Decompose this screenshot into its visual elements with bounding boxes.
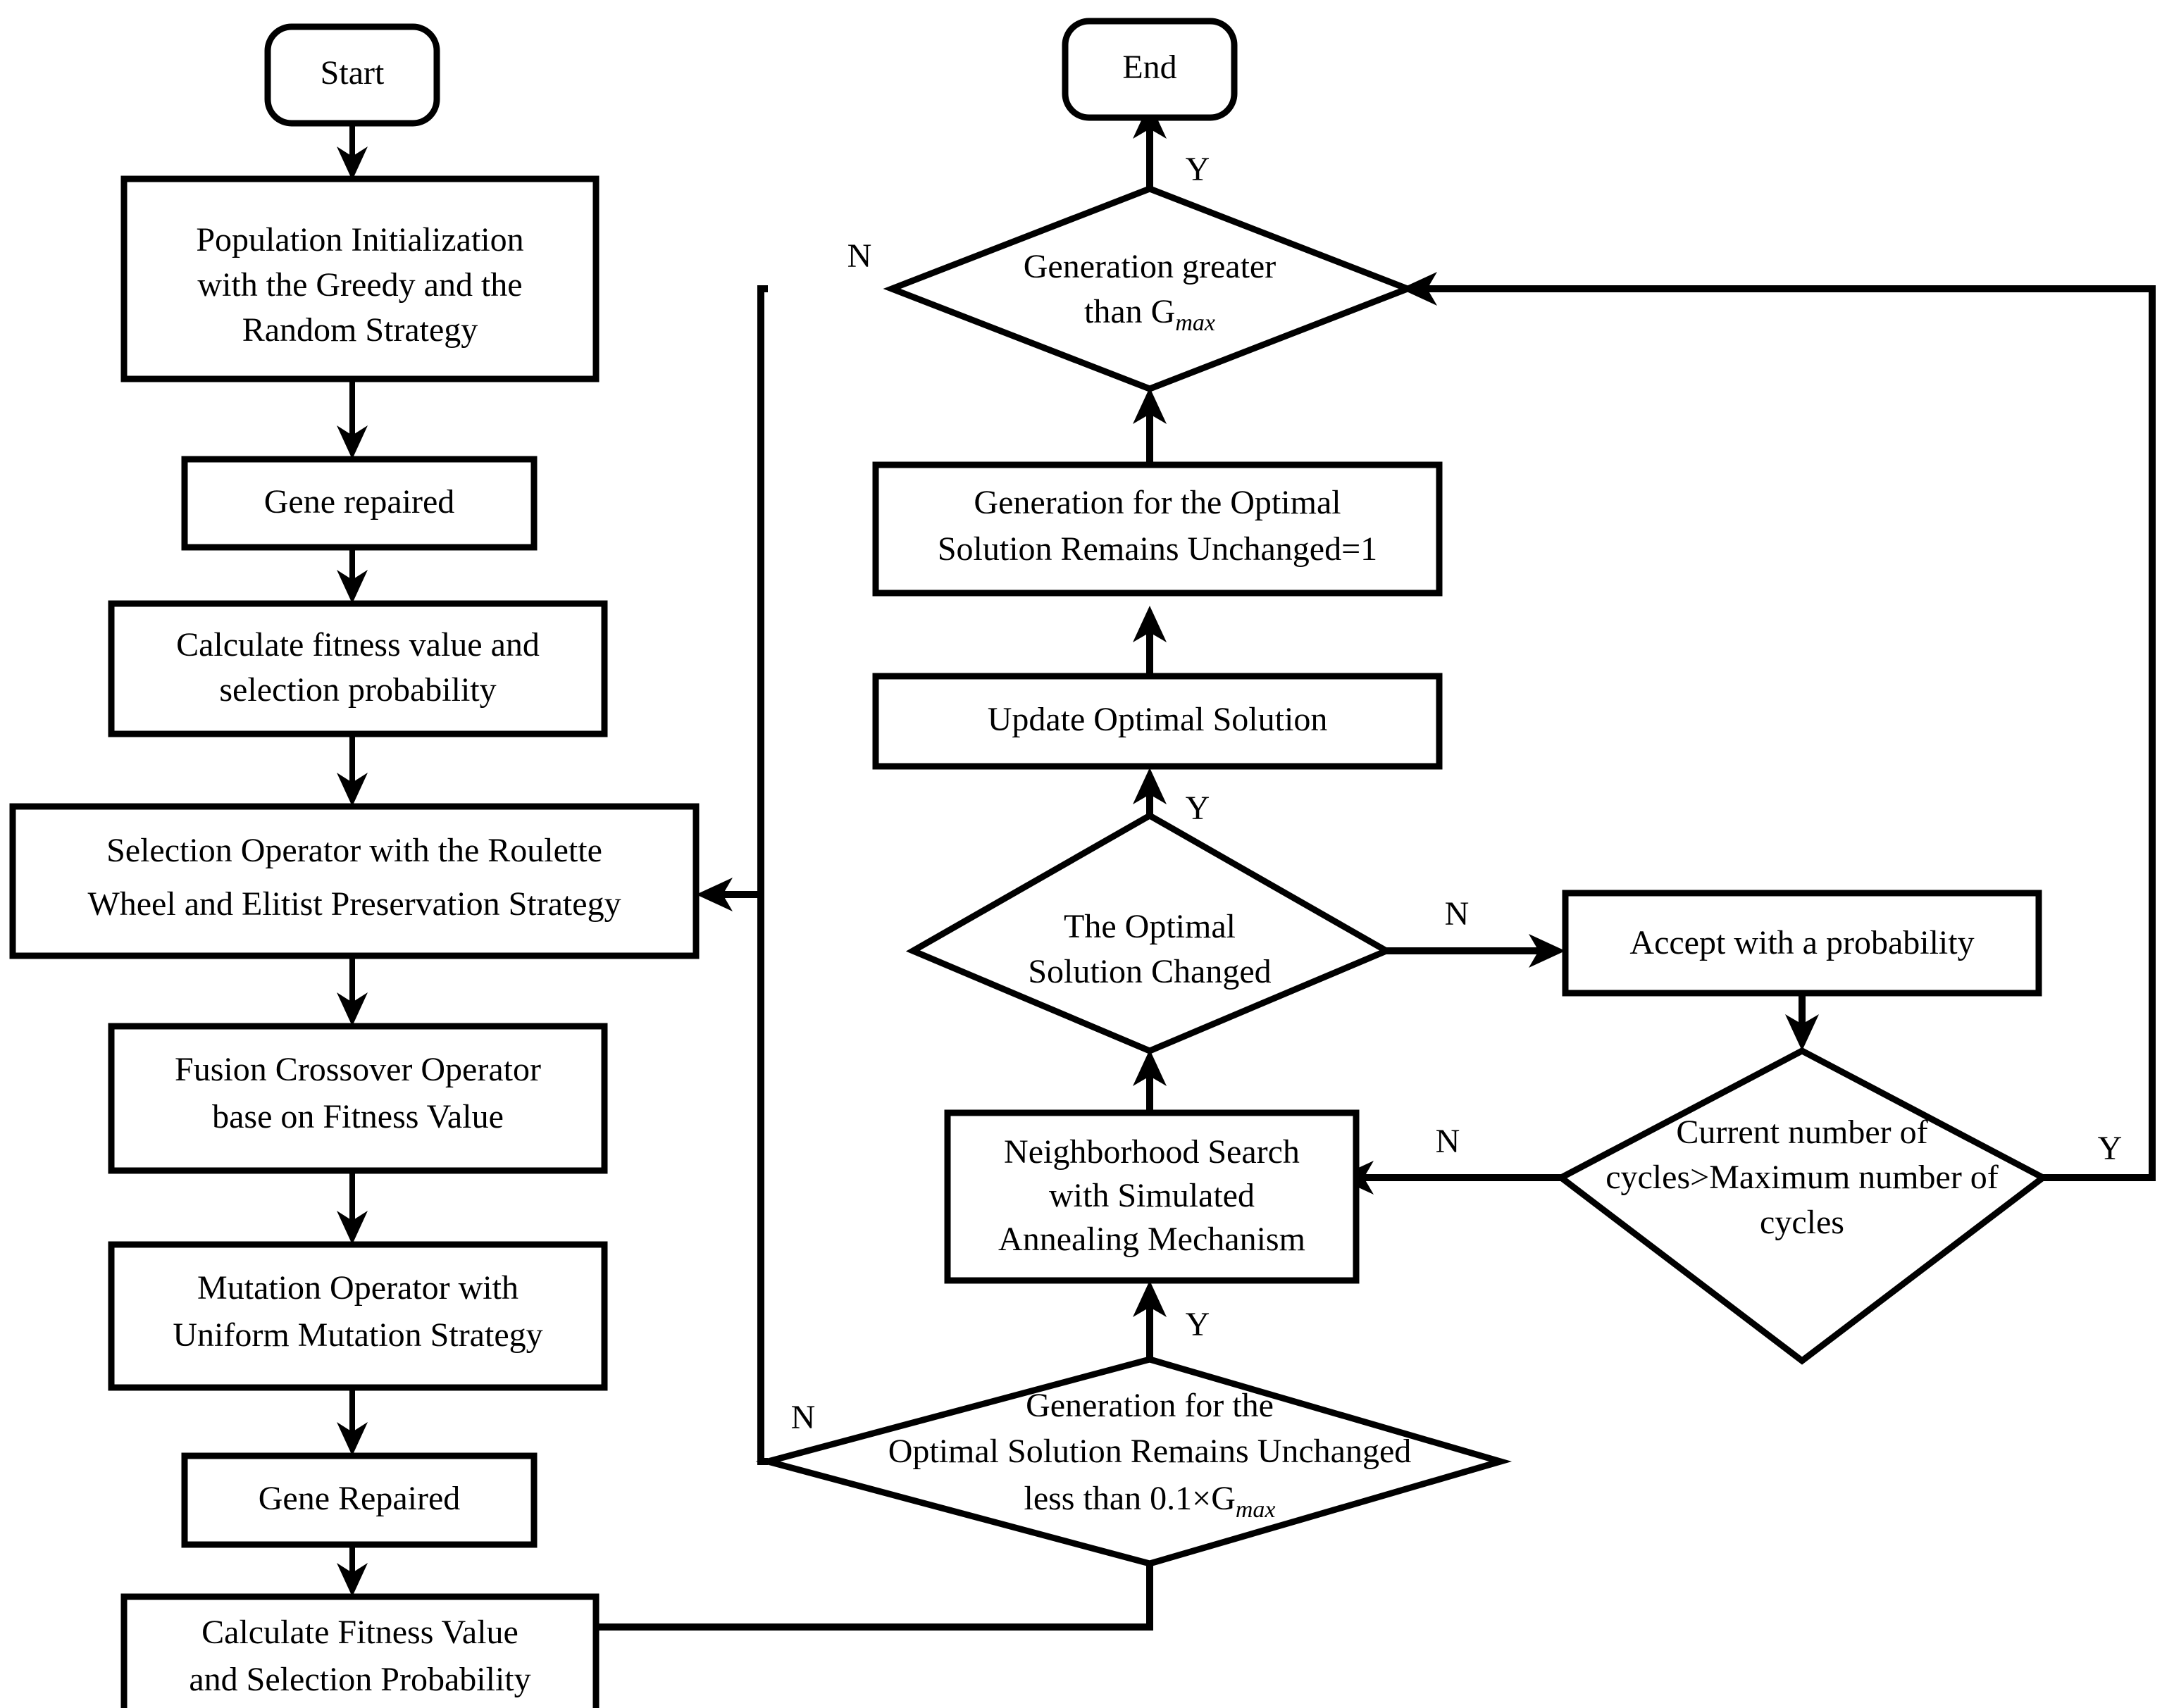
node-start[interactable]: Start <box>264 23 440 127</box>
edge-label-optimal-changed-no: N <box>1445 895 1470 933</box>
edge-label-cycles-yes: Y <box>2098 1130 2123 1167</box>
edge-label-end-yes: Y <box>1186 151 1210 188</box>
node-gen-unchanged-check-line-2: Optimal Solution Remains Unchanged <box>888 1433 1412 1470</box>
node-calc-fitness-2[interactable]: Calculate Fitness Value and Selection Pr… <box>120 1593 600 1708</box>
node-end[interactable]: End <box>1062 18 1238 121</box>
node-accept-probability[interactable]: Accept with a probability <box>1562 890 2042 997</box>
edge-gen-unchanged-reset-to-generation-greater <box>1133 387 1167 465</box>
edge-accept-probability-to-cycles-check <box>1785 993 1819 1051</box>
node-gene-repaired-2[interactable]: Gene Repaired <box>181 1452 538 1548</box>
edge-start-to-population-init <box>337 123 368 180</box>
node-mutation-line-1: Mutation Operator with <box>197 1269 518 1307</box>
node-crossover[interactable]: Fusion Crossover Operator base on Fitnes… <box>108 1023 608 1174</box>
node-population-init-line-1: Population Initialization <box>196 221 523 258</box>
node-population-init-line-3: Random Strategy <box>242 311 478 349</box>
node-gen-unchanged-check[interactable]: Generation for the Optimal Solution Rema… <box>755 1356 1513 1567</box>
node-gen-unchanged-reset[interactable]: Generation for the Optimal Solution Rema… <box>872 461 1443 597</box>
node-mutation-line-2: Uniform Mutation Strategy <box>173 1316 542 1354</box>
node-selection-operator[interactable]: Selection Operator with the Roulette Whe… <box>9 803 700 959</box>
edge-label-cycles-no: N <box>1436 1123 1460 1160</box>
node-generation-greater-line-1: Generation greater <box>1024 248 1276 285</box>
node-gene-repaired-2-label: Gene Repaired <box>259 1480 461 1517</box>
edge-gene-repaired-1-to-calc-fitness-1 <box>337 546 368 604</box>
node-cycles-check[interactable]: Current number of cycles>Maximum number … <box>1555 1047 2049 1365</box>
node-gen-unchanged-reset-line-2: Solution Remains Unchanged=1 <box>938 530 1377 568</box>
edge-optimal-changed-no-to-accept-probability <box>1386 934 1565 968</box>
node-crossover-line-1: Fusion Crossover Operator <box>175 1051 541 1088</box>
node-calc-fitness-1-line-2: selection probability <box>219 671 496 709</box>
node-cycles-check-line-2: cycles>Maximum number of <box>1605 1159 1999 1196</box>
node-population-init[interactable]: Population Initialization with the Greed… <box>120 175 600 382</box>
node-calc-fitness-1-line-1: Calculate fitness value and <box>176 626 540 663</box>
edge-calc-fitness-1-to-selection-operator <box>337 733 368 806</box>
node-neighborhood-search-line-1: Neighborhood Search <box>1004 1133 1300 1171</box>
node-selection-operator-line-2: Wheel and Elitist Preservation Strategy <box>87 885 621 923</box>
edge-population-init-to-gene-repaired-1 <box>337 379 368 459</box>
node-neighborhood-search[interactable]: Neighborhood Search with Simulated Annea… <box>944 1109 1360 1284</box>
node-optimal-changed[interactable]: The Optimal Solution Changed <box>905 811 1394 1054</box>
node-start-label: Start <box>321 54 385 92</box>
node-update-optimal-label: Update Optimal Solution <box>988 701 1328 738</box>
node-generation-greater-line-2-main: than G <box>1084 293 1175 330</box>
edge-label-gen-unchanged-no: N <box>791 1399 816 1436</box>
edge-gen-unchanged-check-no-to-selection-operator <box>696 285 768 1465</box>
node-generation-greater-subscript: max <box>1175 310 1215 336</box>
node-population-init-line-2: with the Greedy and the <box>197 266 522 304</box>
node-crossover-line-2: base on Fitness Value <box>212 1098 504 1135</box>
node-calc-fitness-2-line-1: Calculate Fitness Value <box>201 1614 518 1651</box>
node-optimal-changed-line-2: Solution Changed <box>1028 953 1271 990</box>
node-gen-unchanged-reset-line-1: Generation for the Optimal <box>974 484 1341 521</box>
node-cycles-check-line-3: cycles <box>1760 1204 1844 1241</box>
edge-cycles-check-no-to-neighborhood-search <box>1337 1161 1563 1195</box>
node-gen-unchanged-check-line-1: Generation for the <box>1026 1387 1274 1424</box>
node-neighborhood-search-line-3: Annealing Mechanism <box>998 1221 1305 1258</box>
node-neighborhood-search-line-2: with Simulated <box>1049 1177 1255 1214</box>
node-selection-operator-line-1: Selection Operator with the Roulette <box>106 832 602 869</box>
node-gen-unchanged-check-subscript: max <box>1236 1497 1276 1523</box>
node-accept-probability-label: Accept with a probability <box>1629 924 1974 961</box>
node-generation-greater-line-2: than Gmax <box>1084 293 1215 336</box>
node-gen-unchanged-check-line-3-main: less than 0.1×G <box>1024 1480 1235 1517</box>
node-gene-repaired-1[interactable]: Gene repaired <box>181 456 538 551</box>
node-calc-fitness-2-line-2: and Selection Probability <box>189 1661 530 1698</box>
edge-mutation-to-gene-repaired-2 <box>337 1388 368 1456</box>
node-cycles-check-line-1: Current number of <box>1676 1114 1927 1151</box>
edge-label-optimal-changed-yes: Y <box>1186 790 1210 827</box>
node-optimal-changed-line-1: The Optimal <box>1064 908 1236 945</box>
node-mutation[interactable]: Mutation Operator with Uniform Mutation … <box>108 1241 608 1391</box>
node-calc-fitness-1[interactable]: Calculate fitness value and selection pr… <box>108 600 608 737</box>
edge-label-gen-unchanged-yes: Y <box>1186 1306 1210 1343</box>
edge-selection-operator-to-crossover <box>337 956 368 1026</box>
edge-crossover-to-mutation <box>337 1171 368 1245</box>
edge-gen-unchanged-check-yes-to-neighborhood-search <box>1133 1280 1167 1359</box>
edge-cycles-check-yes-to-generation-greater <box>1400 272 2156 1181</box>
node-update-optimal[interactable]: Update Optimal Solution <box>872 673 1443 770</box>
node-generation-greater[interactable]: Generation greater than Gmax <box>883 185 1417 392</box>
node-gen-unchanged-check-line-3: less than 0.1×Gmax <box>1024 1480 1275 1523</box>
node-gene-repaired-1-label: Gene repaired <box>264 483 455 520</box>
node-end-label: End <box>1122 49 1176 86</box>
edge-label-generation-no: N <box>847 237 872 275</box>
